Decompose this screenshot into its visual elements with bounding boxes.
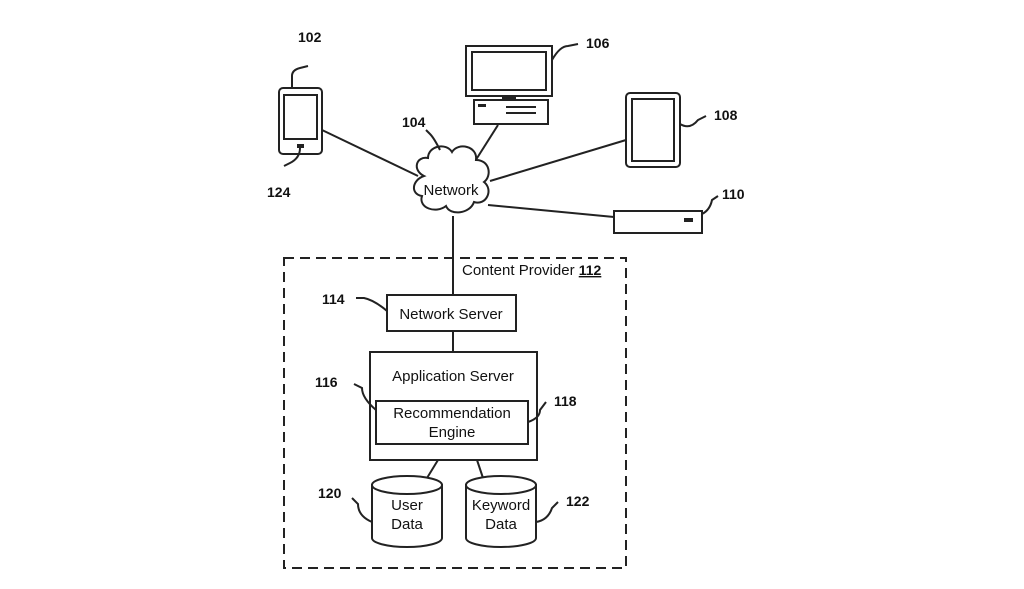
network-server-ref-label: 114 (322, 291, 345, 307)
application-server-label: Application Server (392, 368, 514, 385)
recommendation-engine-ref-label: 118 (554, 393, 577, 409)
recommendation-engine-line1: Recommendation (393, 405, 511, 422)
keyword-data-line2: Data (485, 516, 517, 533)
link-app-keyworddata (476, 459, 484, 479)
link-settop-network (487, 204, 615, 218)
desktop-ref-label: 106 (586, 35, 610, 51)
link-phone-network (321, 129, 419, 177)
network-ref-label: 104 (402, 114, 426, 130)
user-data-database-icon (371, 475, 443, 548)
network-cloud-icon (413, 129, 490, 214)
application-server-ref-label: 116 (315, 374, 338, 390)
desktop-computer-device (465, 43, 579, 125)
network-label: Network (423, 182, 479, 199)
content-provider-ref: 112 (579, 262, 602, 278)
smartphone-device (278, 65, 323, 167)
tablet-ref-label: 108 (714, 107, 738, 123)
network-server-box (386, 294, 517, 332)
user-data-ref-label: 120 (318, 485, 342, 501)
connection-lines (321, 124, 627, 479)
recommendation-engine-line2: Engine (429, 424, 476, 441)
content-provider-label: Content Provider 112 (462, 262, 602, 279)
settop-box-device (613, 195, 719, 234)
user-data-line2: Data (391, 516, 423, 533)
content-provider-boundary (283, 257, 627, 569)
user-data-line1: User (391, 497, 423, 514)
keyword-data-line1: Keyword (472, 497, 530, 514)
phone-button-icon (297, 144, 304, 148)
link-app-userdata (426, 459, 439, 479)
settop-ref-label: 110 (722, 186, 745, 202)
link-tablet-network (489, 139, 627, 182)
phone-button-ref-label: 124 (267, 184, 291, 200)
tablet-device (625, 92, 707, 168)
keyword-data-ref-label: 122 (566, 493, 590, 509)
network-server-label: Network Server (399, 306, 502, 323)
keyword-data-database-icon (465, 475, 537, 548)
recommendation-engine-box (375, 400, 529, 445)
phone-ref-label: 102 (298, 29, 322, 45)
